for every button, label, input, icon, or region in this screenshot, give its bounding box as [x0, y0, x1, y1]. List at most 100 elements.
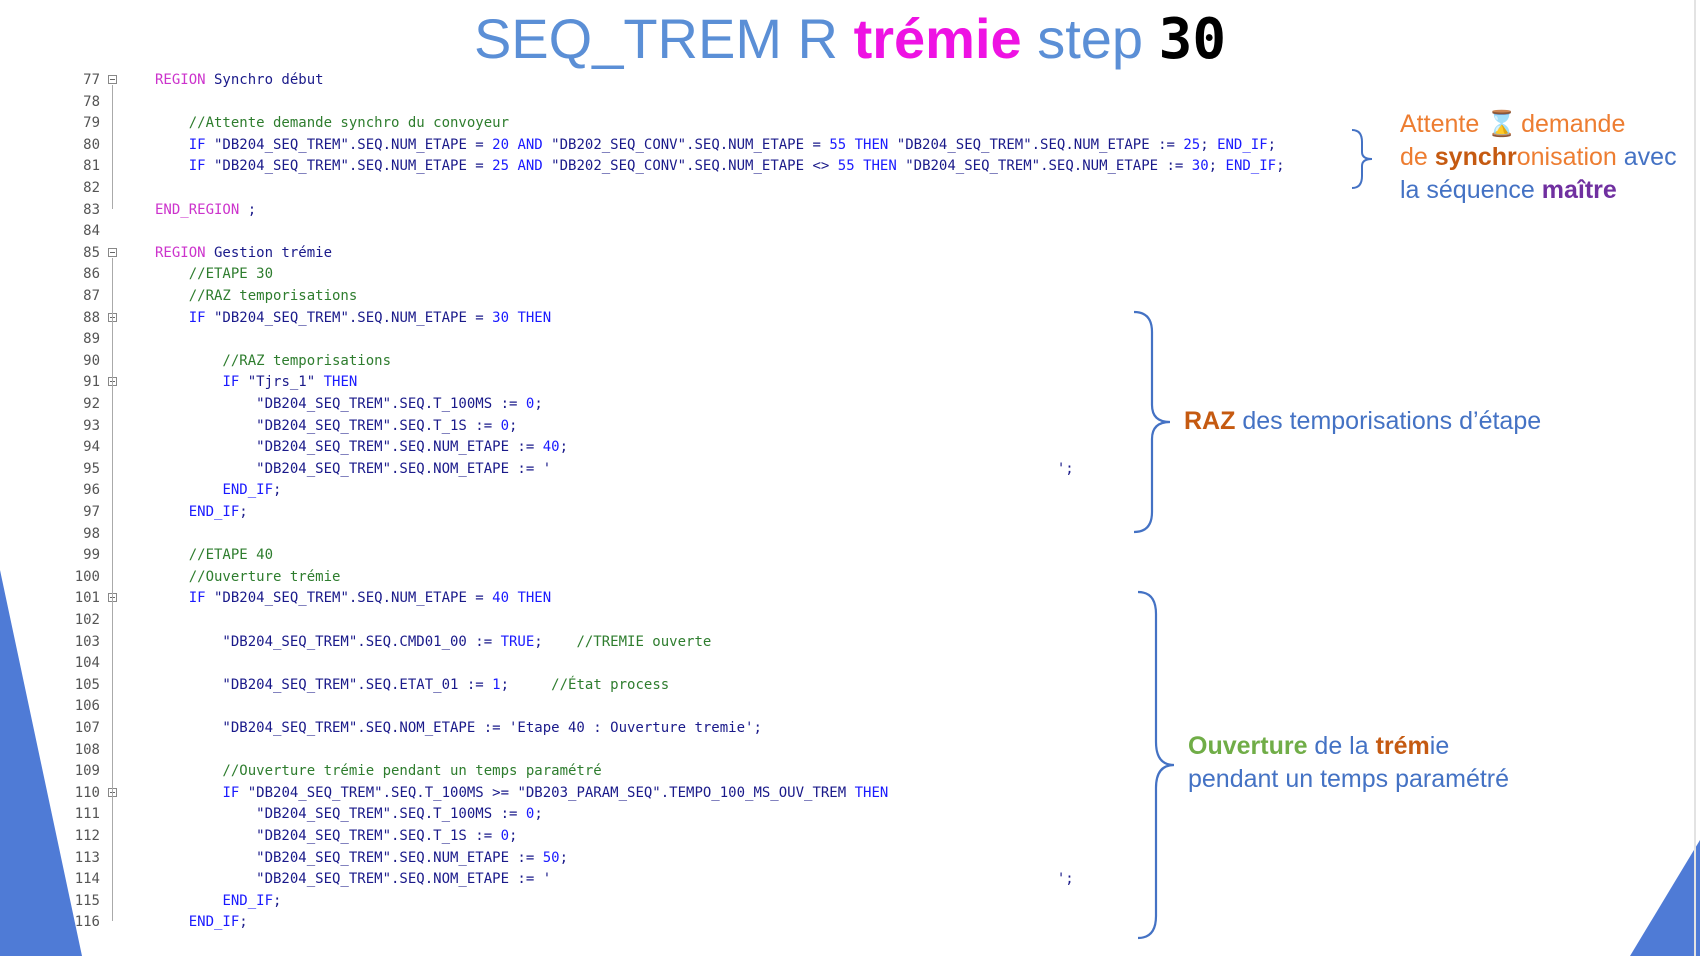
- line-number: 88: [83, 309, 100, 326]
- fold-guide: [112, 257, 113, 922]
- right-corner-triangle: [1630, 840, 1700, 956]
- line-number: 83: [83, 201, 100, 218]
- code-token: IF: [222, 374, 240, 391]
- code-token: THEN: [517, 309, 552, 326]
- code-token: ;: [500, 676, 552, 693]
- code-token: //TREMIE ouverte: [576, 633, 712, 650]
- code-line: 87 //RAZ temporisations: [60, 286, 1360, 308]
- code-token: "DB204_SEQ_TREM".SEQ.T_100MS :=: [155, 806, 526, 823]
- annotation-sync-l1b: demande: [1514, 110, 1626, 138]
- code-token: 40: [492, 590, 510, 607]
- code-token: ;: [509, 828, 518, 844]
- code-text: IF "DB204_SEQ_TREM".SEQ.NUM_ETAPE = 30 T…: [155, 308, 551, 330]
- code-text: "DB204_SEQ_TREM".SEQ.T_1S := 0;: [155, 416, 517, 438]
- code-token: "DB204_SEQ_TREM".SEQ.NOM_ETAPE := ' ';: [155, 460, 1074, 477]
- code-line: 95 "DB204_SEQ_TREM".SEQ.NOM_ETAPE := ' '…: [60, 459, 1360, 481]
- line-number: 93: [83, 417, 100, 434]
- code-token: "DB204_SEQ_TREM".SEQ.NUM_ETAPE :=: [896, 158, 1192, 175]
- line-number: 108: [74, 741, 100, 758]
- code-token: //Ouverture trémie: [155, 568, 341, 585]
- code-token: END_REGION: [155, 201, 240, 218]
- code-token: [155, 914, 189, 930]
- line-number: 90: [83, 352, 100, 369]
- fold-toggle-icon[interactable]: [108, 247, 117, 257]
- code-token: TRUE: [500, 633, 535, 650]
- code-line: 105 "DB204_SEQ_TREM".SEQ.ETAT_01 := 1; /…: [60, 675, 1360, 697]
- title-step-number: 30: [1158, 7, 1227, 72]
- code-text: //Ouverture trémie: [155, 567, 341, 589]
- line-number: 105: [74, 676, 100, 693]
- line-number: 99: [83, 547, 100, 564]
- code-line: 108: [60, 740, 1360, 762]
- code-token: END_IF: [1217, 136, 1268, 153]
- code-line: 107 "DB204_SEQ_TREM".SEQ.NOM_ETAPE := 'E…: [60, 718, 1360, 740]
- line-number: 109: [74, 763, 100, 780]
- line-number: 96: [83, 482, 100, 499]
- code-text: "DB204_SEQ_TREM".SEQ.T_100MS := 0;: [155, 804, 543, 826]
- line-number: 85: [83, 244, 100, 261]
- line-number: 87: [83, 288, 100, 304]
- line-number: 80: [83, 136, 100, 153]
- code-text: END_IF;: [155, 480, 281, 502]
- line-number: 92: [83, 396, 100, 412]
- line-number: 97: [83, 504, 100, 520]
- code-text: //ETAPE 30: [155, 264, 273, 286]
- brace-sync: [1351, 129, 1373, 189]
- slide-title: SEQ_TREM R trémie step 30: [0, 4, 1700, 75]
- code-text: "DB204_SEQ_TREM".SEQ.T_1S := 0;: [155, 826, 517, 848]
- line-number: 98: [83, 525, 100, 542]
- code-token: ;: [239, 914, 248, 931]
- code-token: 40: [542, 439, 560, 456]
- line-number: 78: [83, 93, 100, 110]
- code-token: [155, 374, 222, 390]
- code-line: 96 END_IF;: [60, 480, 1360, 502]
- fold-toggle-icon[interactable]: [108, 75, 117, 84]
- code-text: IF "DB204_SEQ_TREM".SEQ.NUM_ETAPE = 40 T…: [155, 588, 551, 610]
- hourglass-icon: ⌛: [1486, 110, 1518, 138]
- code-token: AND: [517, 158, 543, 175]
- code-line: 99 //ETAPE 40: [60, 545, 1360, 567]
- code-token: "DB204_SEQ_TREM".SEQ.T_100MS >= "DB203_P…: [239, 784, 855, 801]
- code-token: Gestion trémie: [205, 244, 333, 261]
- code-line: 101 IF "DB204_SEQ_TREM".SEQ.NUM_ETAPE = …: [60, 588, 1360, 610]
- code-token: ;: [239, 201, 257, 218]
- annotation-sync: Attente ⌛ demande de synchronisation ave…: [1400, 108, 1677, 207]
- fold-guide: [112, 603, 113, 922]
- line-number: 84: [83, 223, 100, 240]
- code-token: //ETAPE 30: [155, 266, 274, 283]
- code-text: REGION Gestion trémie: [155, 243, 332, 265]
- code-token: 30: [492, 309, 510, 326]
- annotation-sync-l2d: avec: [1616, 143, 1677, 171]
- annotation-raz-a: RAZ: [1184, 407, 1236, 435]
- code-token: ;: [1200, 136, 1218, 153]
- code-token: 20: [492, 136, 510, 153]
- code-token: ;: [239, 504, 248, 520]
- code-line: 109 //Ouverture trémie pendant un temps …: [60, 761, 1360, 783]
- line-number: 100: [74, 568, 100, 585]
- annotation-raz-b: des temporisations d’étape: [1235, 407, 1542, 435]
- line-number: 115: [74, 892, 100, 909]
- code-text: IF "DB204_SEQ_TREM".SEQ.T_100MS >= "DB20…: [155, 783, 888, 805]
- fold-guide: [112, 85, 113, 209]
- code-token: ;: [509, 417, 518, 434]
- code-line: 97 END_IF;: [60, 502, 1360, 524]
- code-token: "DB204_SEQ_TREM".SEQ.T_1S :=: [155, 828, 501, 844]
- code-text: "DB204_SEQ_TREM".SEQ.NOM_ETAPE := ' ';: [155, 869, 1074, 891]
- code-line: 110 IF "DB204_SEQ_TREM".SEQ.T_100MS >= "…: [60, 783, 1360, 805]
- code-text: END_IF;: [155, 502, 248, 524]
- code-token: ;: [534, 806, 543, 823]
- line-number: 82: [83, 180, 100, 196]
- code-line: 104: [60, 653, 1360, 675]
- code-token: END_IF: [1225, 158, 1277, 175]
- code-token: [155, 785, 222, 801]
- code-token: 25: [1183, 136, 1201, 153]
- code-token: ;: [534, 396, 543, 412]
- code-token: "DB204_SEQ_TREM".SEQ.NUM_ETAPE =: [205, 309, 493, 326]
- code-text: END_IF;: [155, 891, 281, 913]
- code-text: "DB204_SEQ_TREM".SEQ.ETAT_01 := 1; //Éta…: [155, 675, 669, 697]
- code-token: IF: [188, 158, 206, 175]
- annotation-ouverture: Ouverture de la trémie pendant un temps …: [1188, 730, 1509, 796]
- line-number: 81: [83, 158, 100, 175]
- code-token: END_IF: [222, 892, 274, 909]
